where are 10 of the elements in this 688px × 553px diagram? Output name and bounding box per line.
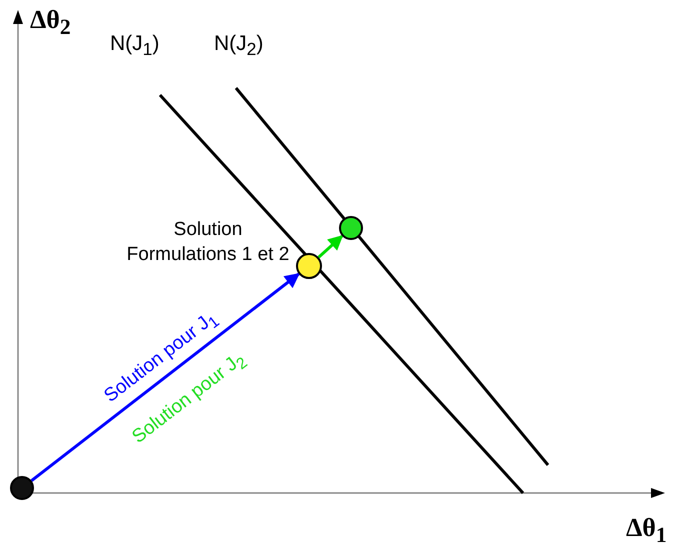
point-marker — [296, 253, 322, 279]
arrow — [318, 234, 344, 258]
axis-label: Δθ$_{1}$ — [626, 514, 667, 548]
axis-label: Δθ$_{2}$ — [30, 6, 71, 40]
point-caption: Solution Formulations 1 et 2 — [126, 218, 290, 267]
arrow — [30, 272, 300, 482]
line-label: N(J$_{1}$) — [110, 32, 160, 60]
line-label: N(J$_{2}$) — [214, 32, 264, 60]
point-marker — [339, 216, 363, 240]
point-marker — [10, 476, 34, 500]
